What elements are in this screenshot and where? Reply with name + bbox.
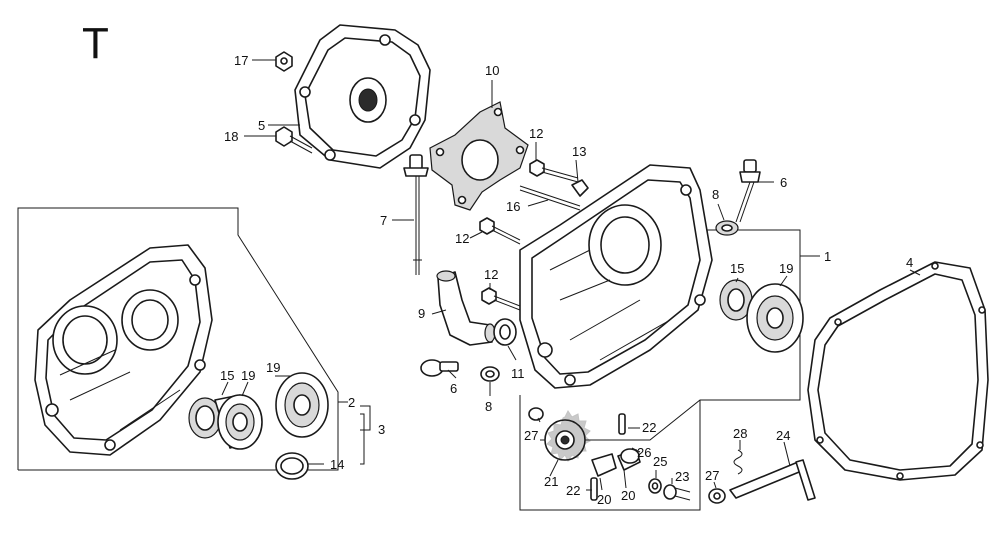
callout-14: 14 bbox=[330, 457, 344, 472]
callout-3: 3 bbox=[378, 422, 385, 437]
dipstick-7 bbox=[403, 154, 429, 275]
callout-10: 10 bbox=[485, 63, 499, 78]
callout-labels: 17 5 18 10 12 13 16 7 12 12 9 11 6 8 6 8… bbox=[220, 53, 913, 507]
callout-20-right: 20 bbox=[621, 488, 635, 503]
callout-9: 9 bbox=[418, 306, 425, 321]
governor-gear-21 bbox=[544, 410, 591, 462]
governor-assembly-frame bbox=[519, 395, 701, 511]
left-bearing-19a bbox=[214, 394, 263, 450]
callout-2: 2 bbox=[348, 395, 355, 410]
callout-12-low: 12 bbox=[484, 267, 498, 282]
fill-plug-6a bbox=[735, 159, 761, 223]
left-seal-15 bbox=[188, 397, 222, 439]
callout-4: 4 bbox=[906, 255, 913, 270]
callout-6-low: 6 bbox=[450, 381, 457, 396]
gasket-10 bbox=[429, 101, 529, 211]
callout-19-right: 19 bbox=[779, 261, 793, 276]
callout-16: 16 bbox=[506, 199, 520, 214]
clip-28 bbox=[733, 449, 743, 475]
crankcase-gasket-4 bbox=[807, 261, 989, 481]
bolt-12b bbox=[479, 217, 521, 245]
callout-21: 21 bbox=[544, 474, 558, 489]
washer-8b bbox=[480, 366, 500, 382]
left-crankcase-cover bbox=[34, 244, 213, 456]
callout-7: 7 bbox=[380, 213, 387, 228]
pin-22a bbox=[618, 413, 626, 435]
callout-22-top: 22 bbox=[642, 420, 656, 435]
callout-17: 17 bbox=[234, 53, 248, 68]
seal-11 bbox=[493, 318, 517, 346]
clip-13 bbox=[571, 179, 589, 197]
bolt-18 bbox=[275, 126, 313, 154]
callout-leaders bbox=[221, 59, 921, 491]
callout-23: 23 bbox=[675, 469, 689, 484]
callout-1: 1 bbox=[824, 249, 831, 264]
callout-5: 5 bbox=[258, 118, 265, 133]
callout-6-top: 6 bbox=[780, 175, 787, 190]
washer-27b bbox=[708, 488, 726, 504]
callout-28: 28 bbox=[733, 426, 747, 441]
washer-27a bbox=[528, 407, 544, 421]
breather-tube-9 bbox=[436, 270, 496, 346]
section-letter: T bbox=[82, 19, 109, 68]
side-cover-5 bbox=[294, 24, 431, 169]
washer-8a bbox=[715, 220, 739, 236]
callout-27-left: 27 bbox=[524, 428, 538, 443]
bolt-12c bbox=[481, 287, 521, 311]
callout-11: 11 bbox=[511, 366, 525, 381]
callout-15-right: 15 bbox=[730, 261, 744, 276]
callout-13: 13 bbox=[572, 144, 586, 159]
callout-26: 26 bbox=[637, 445, 651, 460]
callout-8-top: 8 bbox=[712, 187, 719, 202]
callout-8-low: 8 bbox=[485, 399, 492, 414]
drain-plug-6b bbox=[420, 359, 459, 377]
bolt-12a bbox=[529, 159, 579, 183]
stud-16 bbox=[519, 185, 581, 211]
callout-19-left-top: 19 bbox=[266, 360, 280, 375]
callout-12-top: 12 bbox=[529, 126, 543, 141]
left-assembly-frame bbox=[17, 207, 339, 471]
shaft-23 bbox=[663, 484, 691, 501]
weight-20a bbox=[591, 453, 617, 477]
o-ring-14 bbox=[275, 452, 309, 480]
left-bearing-19b bbox=[275, 372, 329, 438]
callout-19-left: 19 bbox=[241, 368, 255, 383]
callout-15-left: 15 bbox=[220, 368, 234, 383]
nut-17 bbox=[275, 51, 293, 72]
callout-12-mid: 12 bbox=[455, 231, 469, 246]
right-bearing-19 bbox=[746, 283, 804, 353]
right-seal-15 bbox=[719, 279, 753, 321]
main-crankcase-1 bbox=[519, 164, 713, 389]
main-assembly-frame bbox=[540, 229, 801, 441]
governor-arm-24 bbox=[729, 459, 816, 501]
slider-26 bbox=[620, 448, 640, 464]
callout-18: 18 bbox=[224, 129, 238, 144]
washer-25 bbox=[648, 478, 662, 494]
callout-22-low: 22 bbox=[566, 483, 580, 498]
callout-20-left: 20 bbox=[597, 492, 611, 507]
callout-27-right: 27 bbox=[705, 468, 719, 483]
pin-22b bbox=[590, 477, 598, 501]
callout-25: 25 bbox=[653, 454, 667, 469]
callout-24: 24 bbox=[776, 428, 790, 443]
